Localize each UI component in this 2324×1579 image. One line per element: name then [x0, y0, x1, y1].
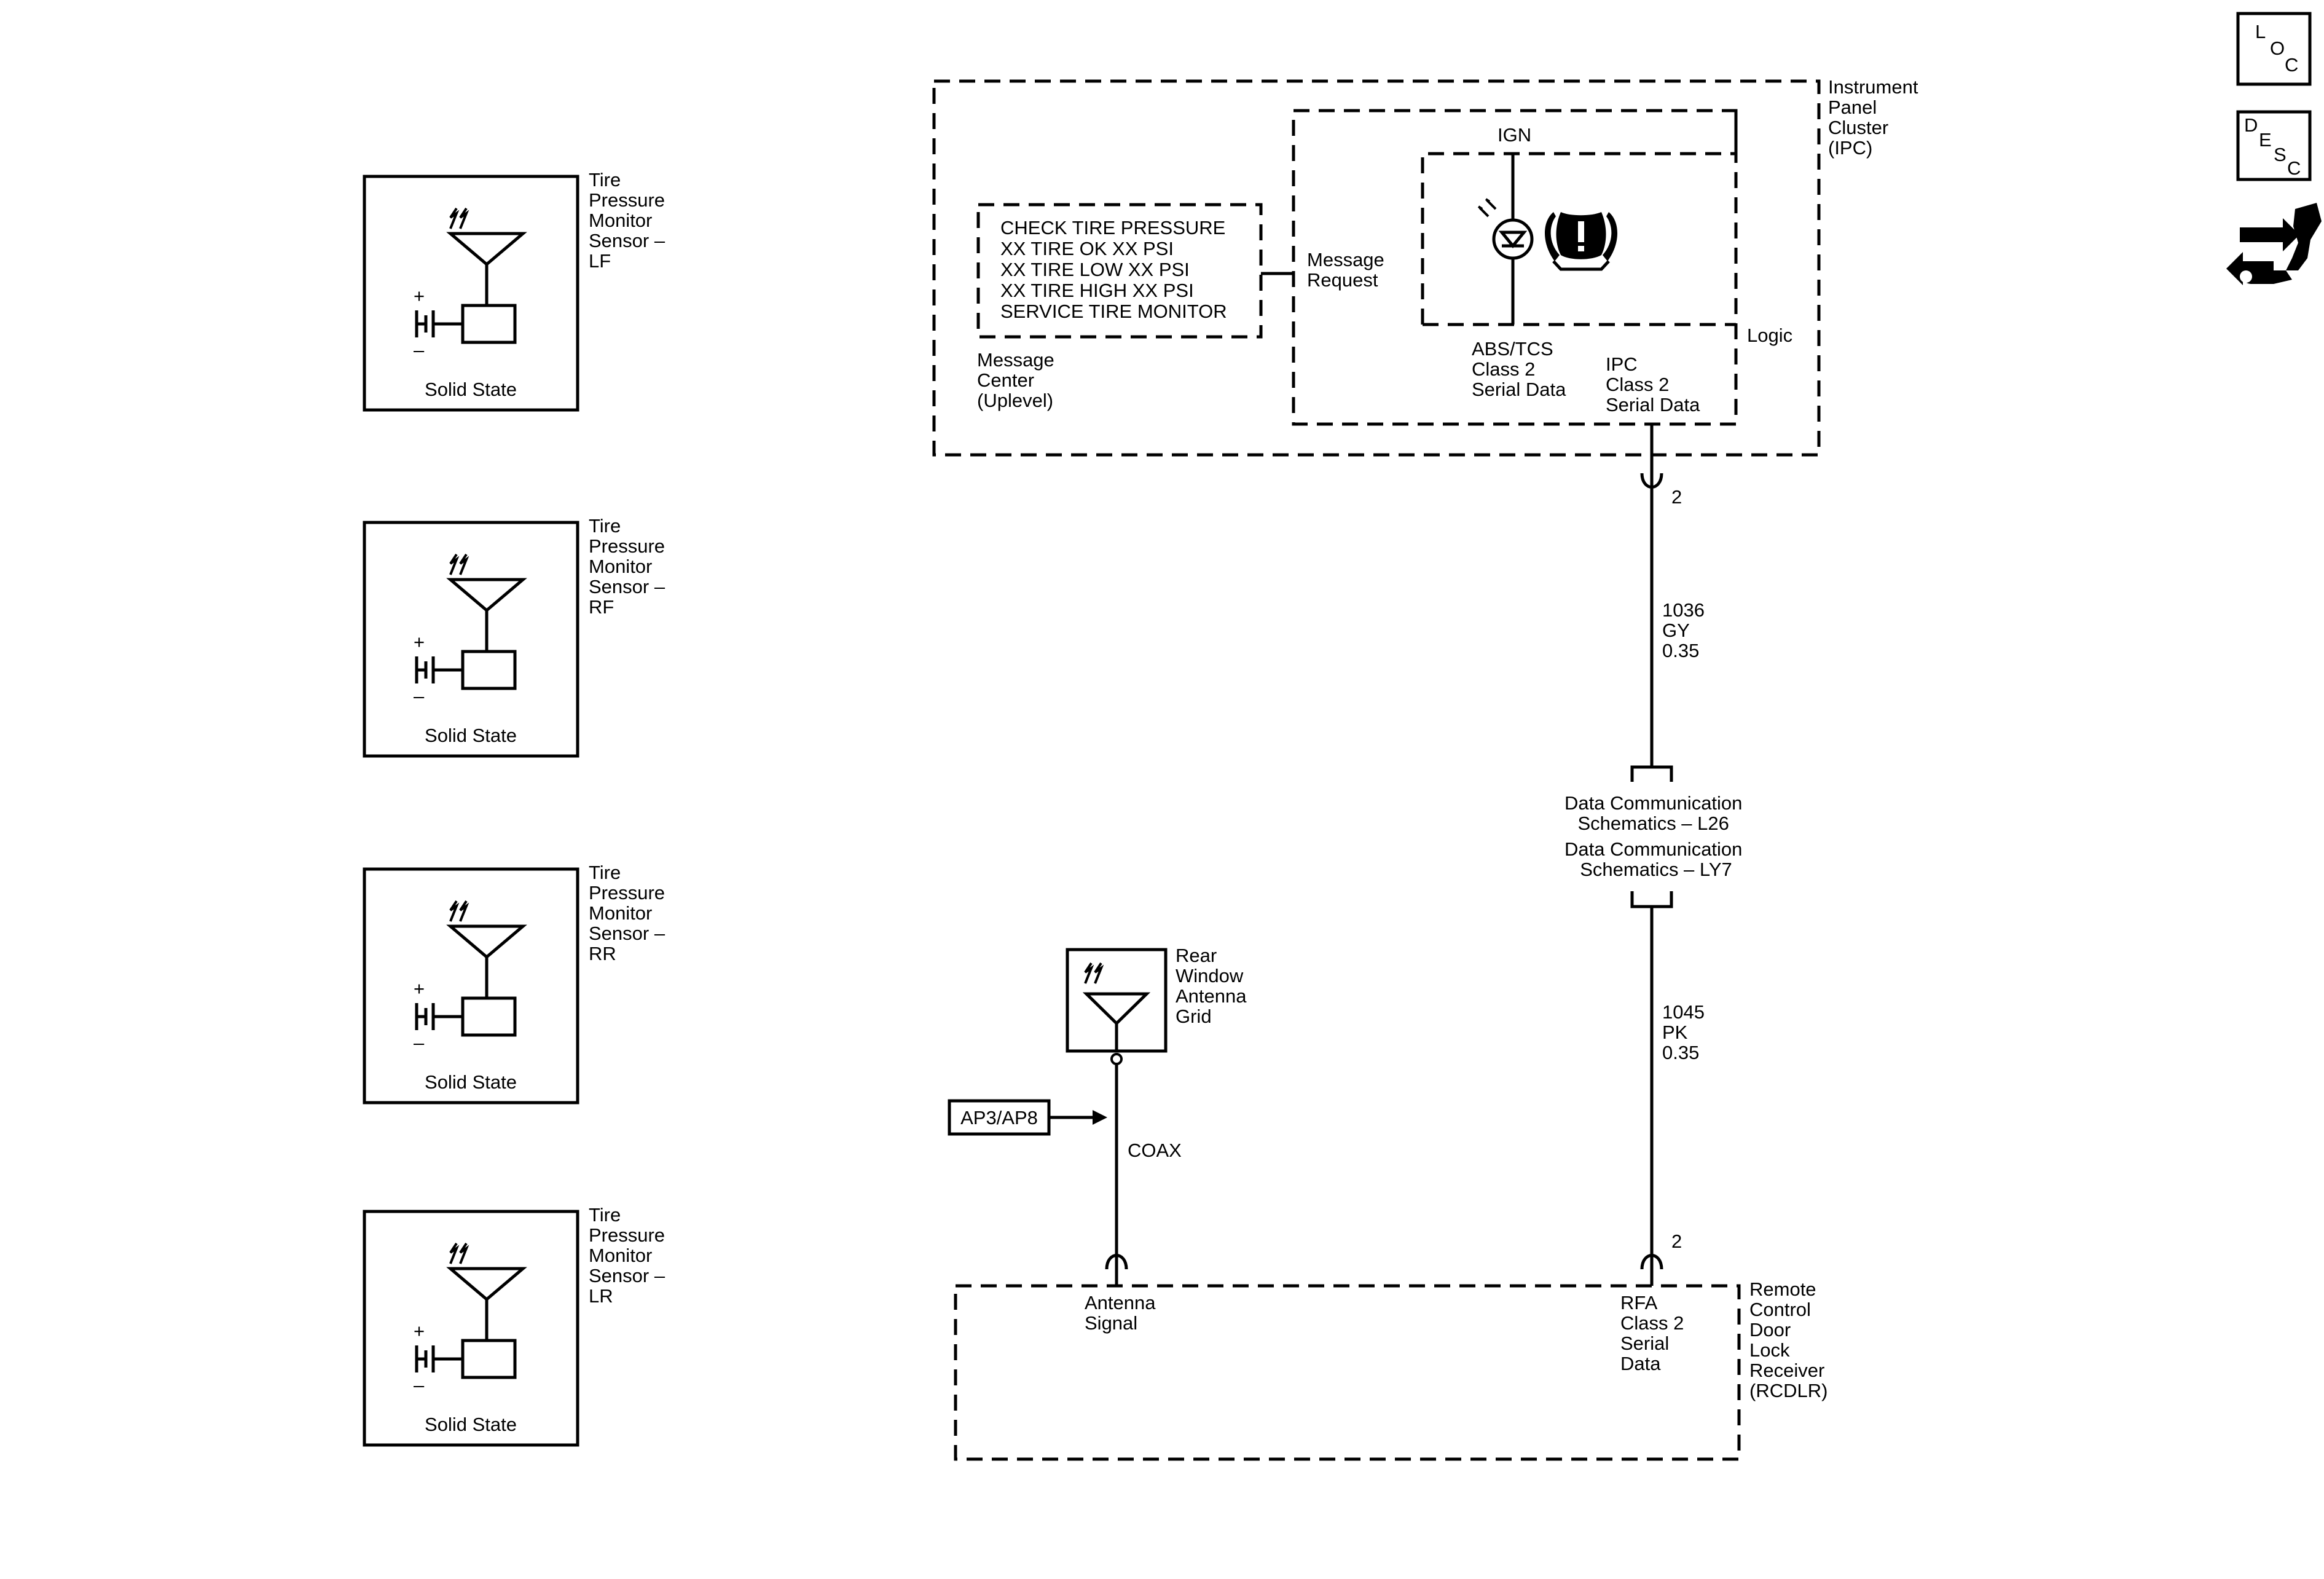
- coax-label: COAX: [1128, 1140, 1182, 1161]
- sensor-box: [363, 1210, 579, 1447]
- battery-icon: [415, 656, 463, 683]
- splice-upper-bracket: [1630, 765, 1673, 782]
- antenna-signal-label: Antenna Signal: [1085, 1292, 1161, 1334]
- svg-text:L: L: [2255, 21, 2266, 42]
- ign-label: IGN: [1498, 124, 1531, 146]
- connector-bottom-rcdlr: [1640, 1254, 1663, 1270]
- rfa-serial-data-label: RFA Class 2 Serial Data: [1620, 1292, 1689, 1374]
- battery-minus-label: –: [414, 1374, 425, 1396]
- rcdlr-title: Remote Control Door Lock Receiver (RCDLR…: [1749, 1278, 1830, 1401]
- battery-icon: [415, 1003, 463, 1030]
- sensor-antenna: [446, 578, 527, 652]
- battery-minus-label: –: [414, 1032, 425, 1053]
- svg-text:S: S: [2274, 144, 2287, 165]
- svg-text:D: D: [2244, 114, 2258, 136]
- ipc-outline: [932, 79, 1821, 457]
- splice-lower-bracket: [1630, 891, 1673, 908]
- remote-control-door-lock-receiver: Remote Control Door Lock Receiver (RCDLR…: [954, 1278, 1830, 1461]
- battery-plus-label: +: [414, 978, 425, 999]
- message-request-label: Message Request: [1307, 249, 1389, 291]
- sensor-state-label: Solid State: [425, 379, 517, 400]
- radio-wave-icon: [449, 553, 469, 575]
- antenna-symbol: [1082, 992, 1151, 1051]
- data-communication-label: Data Communication Schematics – L26 Data…: [1564, 792, 1748, 880]
- lower-wire-label: 1045 PK 0.35: [1662, 1001, 1710, 1063]
- radio-wave-icon: [1084, 962, 1104, 984]
- option-arrow-head: [1093, 1110, 1107, 1125]
- ipc-serial-data-label: IPC Class 2 Serial Data: [1606, 353, 1700, 415]
- battery-plus-label: +: [414, 1320, 425, 1342]
- sensor-state-label: Solid State: [425, 1414, 517, 1435]
- battery-icon: [415, 310, 463, 337]
- sensor-antenna: [446, 1267, 527, 1341]
- battery-plus-label: +: [414, 285, 425, 307]
- connector-antenna-rcdlr: [1105, 1254, 1128, 1270]
- sensor-module: [461, 650, 517, 690]
- serial-data-circuit: 2 1036 GY 0.35 Data Communication Schema…: [1564, 424, 1748, 1286]
- message-center-label: Message Center (Uplevel): [977, 349, 1059, 411]
- battery-plus-label: +: [414, 631, 425, 653]
- battery-minus-label: –: [414, 685, 425, 707]
- sensor-state-label: Solid State: [425, 1071, 517, 1093]
- sensor-box: [363, 175, 579, 412]
- ap3-ap8-label: AP3/AP8: [960, 1107, 1038, 1128]
- message-center-outline: [976, 203, 1263, 339]
- indicator-led: [1477, 198, 1534, 260]
- tire-pressure-warning-icon: [1545, 212, 1617, 271]
- svg-text:C: C: [2285, 54, 2298, 76]
- ign-bus-outline: [1421, 111, 1738, 325]
- connector-top-ipc: [1640, 473, 1663, 489]
- abs-tcs-serial-data-label: ABS/TCS Class 2 Serial Data: [1472, 338, 1566, 400]
- svg-text:O: O: [2270, 37, 2285, 59]
- svg-text:E: E: [2259, 129, 2272, 151]
- battery-icon: [415, 1345, 463, 1372]
- desc-icon[interactable]: D E S C: [2236, 110, 2312, 181]
- antenna-title: Rear Window Antenna Grid: [1176, 945, 1252, 1027]
- loc-icon[interactable]: L O C: [2236, 12, 2312, 86]
- logic-label: Logic: [1747, 325, 1792, 346]
- antenna-terminal: [1110, 1053, 1123, 1065]
- battery-minus-label: –: [414, 339, 425, 361]
- svg-text:C: C: [2287, 157, 2301, 179]
- rear-window-antenna-grid: Rear Window Antenna Grid COAX AP3/AP8: [948, 945, 1252, 1286]
- sensor-box: [363, 867, 579, 1105]
- sensor-module: [461, 1339, 517, 1379]
- message-center-messages: CHECK TIRE PRESSURE XX TIRE OK XX PSI XX…: [1000, 217, 1231, 322]
- sensor-antenna: [446, 924, 527, 998]
- sensor-module: [461, 304, 517, 344]
- sensor-box: [363, 521, 579, 758]
- radio-wave-icon: [449, 207, 469, 229]
- ipc-title: Instrument Panel Cluster (IPC): [1828, 76, 1923, 159]
- pin-number-bottom: 2: [1671, 1231, 1682, 1252]
- sensor-state-label: Solid State: [425, 725, 517, 746]
- connector-tool-icon[interactable]: [2226, 203, 2322, 285]
- sensor-antenna: [446, 232, 527, 305]
- instrument-panel-cluster: Instrument Panel Cluster (IPC) Logic IGN: [932, 76, 1923, 457]
- sensor-module: [461, 996, 517, 1037]
- ap3-ap8-option-tag[interactable]: AP3/AP8: [948, 1099, 1051, 1136]
- radio-wave-icon: [449, 900, 469, 922]
- rcdlr-outline: [954, 1284, 1741, 1461]
- radio-wave-icon: [449, 1242, 469, 1264]
- pin-number-top: 2: [1671, 486, 1682, 508]
- upper-wire-label: 1036 GY 0.35: [1662, 599, 1710, 661]
